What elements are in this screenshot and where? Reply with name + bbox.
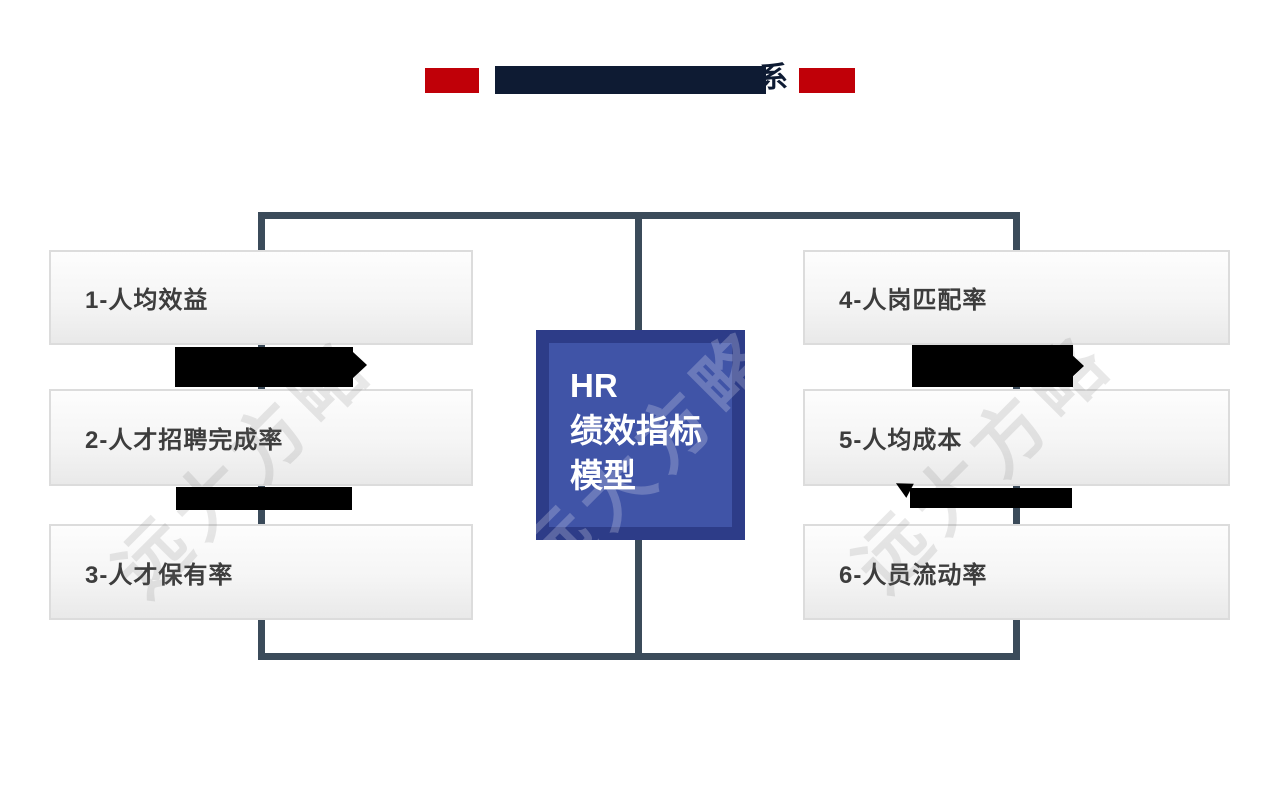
center-box-line-1: HR	[570, 367, 618, 404]
kpi-box-2: 2-人才招聘完成率	[49, 389, 473, 486]
kpi-box-1-label: 1-人均效益	[85, 287, 209, 314]
redaction-bar-left-lower	[176, 487, 352, 510]
center-model-box: HR 绩效指标 模型	[536, 330, 745, 540]
center-box-line-2: 绩效指标	[570, 412, 702, 449]
right-arrow-icon	[1070, 353, 1084, 379]
center-model-box-inner: HR 绩效指标 模型	[549, 343, 732, 527]
redaction-bar-right-upper	[912, 345, 1073, 387]
title-accent-bar-right	[799, 68, 855, 93]
kpi-box-5: 5-人均成本	[803, 389, 1230, 486]
center-box-line-3: 模型	[570, 457, 636, 494]
kpi-box-3-label: 3-人才保有率	[85, 561, 234, 589]
kpi-box-2-label: 2-人才招聘完成率	[85, 427, 284, 454]
kpi-box-1: 1-人均效益	[49, 250, 473, 345]
title-redaction-bar	[495, 66, 766, 94]
redaction-bar-right-lower	[910, 488, 1072, 508]
kpi-box-4-label: 4-人岗匹配率	[839, 287, 988, 314]
redaction-bar-left-upper	[175, 347, 353, 387]
kpi-box-3: 3-人才保有率	[49, 524, 473, 620]
right-arrow-icon	[353, 352, 367, 378]
kpi-box-6: 6-人员流动率	[803, 524, 1230, 620]
kpi-box-5-label: 5-人均成本	[839, 427, 963, 454]
kpi-box-6-label: 6-人员流动率	[839, 561, 988, 589]
page-title-visible-suffix: 系	[759, 62, 789, 94]
title-accent-bar-left	[425, 68, 479, 93]
kpi-box-4: 4-人岗匹配率	[803, 250, 1230, 345]
